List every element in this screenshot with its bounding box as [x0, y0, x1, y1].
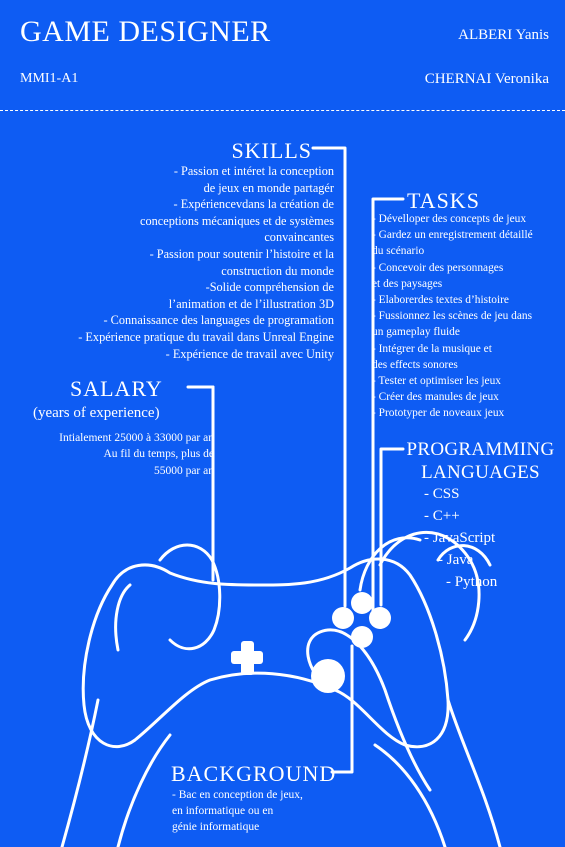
- tasks-line: - Intégrer de la musique et: [372, 342, 492, 355]
- face-buttons-icon: [332, 592, 391, 648]
- right-hand-outline: [446, 698, 502, 847]
- header-divider: [0, 110, 565, 111]
- tasks-line: - Prototyper de noveaux jeux: [372, 407, 505, 420]
- tasks-connector: [371, 197, 405, 626]
- dpad-icon: [231, 641, 263, 675]
- programming-item: - Python: [446, 574, 498, 590]
- programming-title: PROGRAMMING LANGUAGES: [398, 438, 563, 484]
- tasks-line: - Gardez un enregistrement détaillé: [372, 229, 533, 242]
- tasks-line: un gameplay fluide: [372, 326, 460, 339]
- background-line: en informatique ou en: [172, 805, 274, 817]
- controller-outline: [81, 557, 450, 749]
- skills-line: - Passion et intéret la conception: [173, 164, 334, 178]
- programming-item: - JavaScript: [424, 530, 496, 546]
- skills-line: convaincantes: [264, 230, 334, 245]
- tasks-list: - Dévelloper des concepts de jeux - Gard…: [372, 211, 564, 422]
- tasks-line: des effects sonores: [372, 358, 458, 371]
- salary-line: Au fil du temps, plus de: [103, 448, 214, 461]
- prog-connector: [379, 447, 405, 607]
- programming-title-line2: LANGUAGES: [421, 462, 540, 483]
- skills-line: - Connaissance des languages de programa…: [103, 313, 335, 328]
- joystick-icon: [311, 659, 345, 693]
- tasks-line: - Fussionnez les scènes de jeu dans: [372, 310, 533, 323]
- tasks-line: - Elaborerdes textes d’histoire: [372, 294, 509, 307]
- skills-line: - Expérience pratique du travail dans Un…: [78, 329, 334, 344]
- tasks-line: - Dévelloper des concepts de jeux: [372, 213, 527, 225]
- salary-list: Intialement 25000 à 33000 par an Au fil …: [8, 430, 214, 479]
- salary-line: 55000 par an: [153, 464, 214, 477]
- left-hand-outline: [60, 698, 100, 847]
- tasks-line: et des paysages: [372, 277, 443, 290]
- tasks-line: - Tester et optimiser les jeux: [372, 375, 502, 388]
- skills-line: -Solide compréhension de: [205, 280, 334, 295]
- programming-item: - C++: [424, 508, 460, 524]
- skills-line: conceptions mécaniques et de systèmes: [140, 213, 334, 228]
- background-line: - Bac en conception de jeux,: [172, 789, 303, 801]
- background-list: - Bac en conception de jeux, en informat…: [172, 787, 303, 835]
- class-code: MMI1-A1: [20, 71, 79, 86]
- skills-title: SKILLS: [231, 138, 312, 163]
- background-line: génie informatique: [172, 821, 260, 833]
- salary-subtitle: (years of experience): [33, 405, 160, 421]
- skills-line: l’animation et de l’illustration 3D: [168, 296, 334, 311]
- skills-connector: [311, 146, 347, 608]
- skills-line: de jeux en monde partagér: [203, 180, 334, 195]
- programming-item: - Java: [438, 552, 474, 568]
- programming-title-line1: PROGRAMMING: [406, 439, 555, 460]
- author-name-1: ALBERI Yanis: [458, 27, 549, 43]
- tasks-line: - Créer des manules de jeux: [372, 391, 499, 404]
- programming-item: - CSS: [424, 486, 460, 502]
- salary-title: SALARY: [70, 376, 163, 401]
- skills-list: - Passion et intéret la conception de je…: [0, 163, 334, 362]
- salary-line: Intialement 25000 à 33000 par an: [59, 432, 214, 444]
- programming-list: - CSS - C++ - JavaScript - Java - Python: [410, 483, 497, 593]
- tasks-line: du scénario: [372, 245, 425, 258]
- background-title: BACKGROUND: [171, 761, 337, 786]
- background-connector: [330, 644, 354, 774]
- page-title: GAME DESIGNER: [20, 15, 271, 48]
- skills-line: construction du monde: [221, 263, 334, 278]
- tasks-title: TASKS: [407, 188, 480, 213]
- author-name-2: CHERNAI Veronika: [424, 71, 549, 87]
- skills-line: - Expérience de travail avec Unity: [165, 346, 334, 361]
- skills-line: - Expériencevdans la création de: [173, 197, 334, 212]
- skills-line: - Passion pour soutenir l’histoire et la: [149, 246, 334, 261]
- tasks-line: - Concevoir des personnages: [372, 261, 504, 274]
